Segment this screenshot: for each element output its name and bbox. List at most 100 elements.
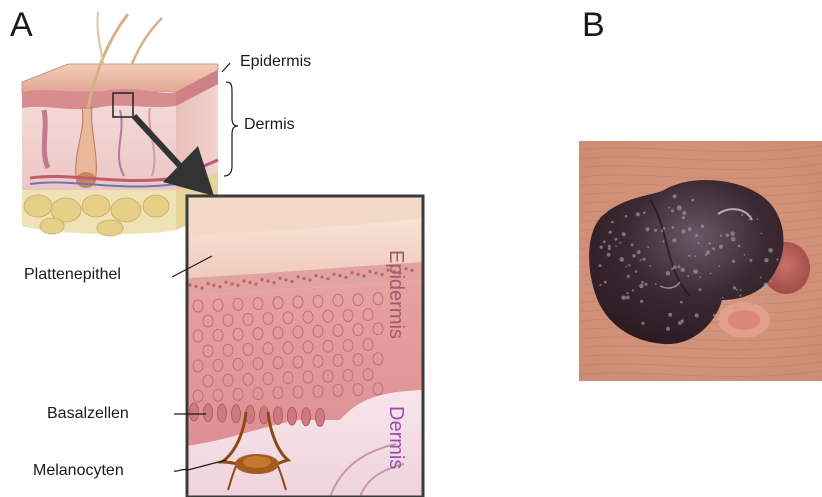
basal-cell <box>232 405 241 423</box>
lesion-speckle <box>666 271 670 275</box>
lesion-speckle <box>603 241 606 244</box>
lesion-speckle <box>666 327 670 331</box>
lesion-speckle <box>632 289 634 291</box>
lesion-speckle <box>661 230 663 232</box>
melanocyten-label: Melanocyten <box>33 463 124 479</box>
granular-dot <box>380 273 383 276</box>
granular-dot <box>284 278 287 281</box>
lesion-speckle <box>607 253 611 257</box>
lesion-speckle <box>688 227 692 231</box>
lesion-speckle <box>749 219 751 221</box>
lesion-speckle <box>736 289 738 291</box>
lesion-speckle <box>609 231 612 234</box>
lesion-speckle <box>761 233 763 235</box>
lesion-speckle <box>706 250 710 254</box>
lesion-speckle <box>741 214 743 216</box>
lesion-speckle <box>622 232 626 236</box>
granular-dot <box>278 277 281 280</box>
lesion-speckle <box>655 283 657 285</box>
basal-cell <box>274 407 283 425</box>
lesion-speckle <box>625 215 628 218</box>
lesion-speckle <box>699 276 701 278</box>
lesion-speckle <box>701 225 704 228</box>
basal-cell <box>204 404 213 422</box>
lesion-speckle <box>682 229 686 233</box>
layer-brackets <box>222 63 238 176</box>
granular-dot <box>236 284 239 287</box>
lesion-speckle <box>705 334 707 336</box>
granular-dot <box>260 278 263 281</box>
basalzellen-label: Basalzellen <box>47 406 129 422</box>
lesion-speckle <box>635 270 638 273</box>
basal-cell <box>288 407 297 425</box>
granular-dot <box>302 277 305 280</box>
lesion-speckle <box>654 229 657 232</box>
granular-dot <box>230 282 233 285</box>
lesion-speckle <box>619 257 624 262</box>
lesion-speckle <box>641 322 644 325</box>
granular-dot <box>356 273 359 276</box>
lesion-speckle <box>663 227 666 230</box>
lesion-speckle <box>625 266 627 268</box>
lesion-speckle <box>757 218 759 220</box>
lesion-speckle <box>764 258 768 262</box>
lesion-speckle <box>627 275 630 278</box>
lesion-speckle <box>681 268 685 272</box>
granular-dot <box>296 275 299 278</box>
basal-cell <box>218 404 227 422</box>
granular-dot <box>206 282 209 285</box>
granular-dot <box>248 281 251 284</box>
granular-dot <box>350 271 353 274</box>
lesion-speckle <box>668 313 672 317</box>
lesion-speckle <box>682 216 685 219</box>
epidermis-label: Epidermis <box>240 54 311 70</box>
plattenepithel-label: Plattenepithel <box>24 267 121 283</box>
lesion-speckle <box>631 243 634 246</box>
granular-dot <box>266 280 269 283</box>
lesion-speckle <box>677 265 680 268</box>
lesion-speckle <box>718 265 720 267</box>
lesion-speckle <box>695 234 698 237</box>
lesion-speckle <box>672 238 676 242</box>
lesion-speckle <box>672 226 675 229</box>
lesion-speckle <box>673 194 677 198</box>
lesion-speckle <box>740 289 742 291</box>
granular-dot <box>332 273 335 276</box>
granular-dot <box>368 270 371 273</box>
lesion-speckle <box>762 292 765 295</box>
lesion-speckle <box>694 269 699 274</box>
granular-dot <box>410 269 413 272</box>
granular-dot <box>308 278 311 281</box>
granular-dot <box>338 274 341 277</box>
lesion-speckle <box>708 242 711 245</box>
lesion-speckle <box>688 255 690 257</box>
granular-dot <box>218 285 221 288</box>
lesion-speckle <box>645 283 648 286</box>
lesion-speckle <box>639 284 643 288</box>
lesion-speckle <box>734 307 737 310</box>
granular-dot <box>254 282 257 285</box>
lesion-speckle <box>632 254 635 257</box>
lesion-speckle <box>621 296 626 301</box>
lesion-speckle <box>608 247 611 250</box>
lesion-speckle <box>733 286 736 289</box>
lesion-speckle <box>766 297 770 301</box>
lesion-speckle <box>715 332 718 335</box>
lesion-speckle <box>619 242 621 244</box>
lesion-speckle <box>662 240 664 242</box>
granular-dot <box>224 281 227 284</box>
lesion-speckle <box>698 242 700 244</box>
lesion-speckle <box>599 264 602 267</box>
basal-cell <box>190 403 199 421</box>
lesion-speckle <box>687 275 689 277</box>
lesion-speckle <box>600 246 603 249</box>
dermis-label: Dermis <box>244 117 295 133</box>
lesion-speckle <box>611 221 614 224</box>
lesion-photo <box>579 141 822 381</box>
granular-dot <box>212 284 215 287</box>
granular-dot <box>314 274 317 277</box>
lesion-speckle <box>751 302 754 305</box>
lesion-speckle <box>760 277 762 279</box>
